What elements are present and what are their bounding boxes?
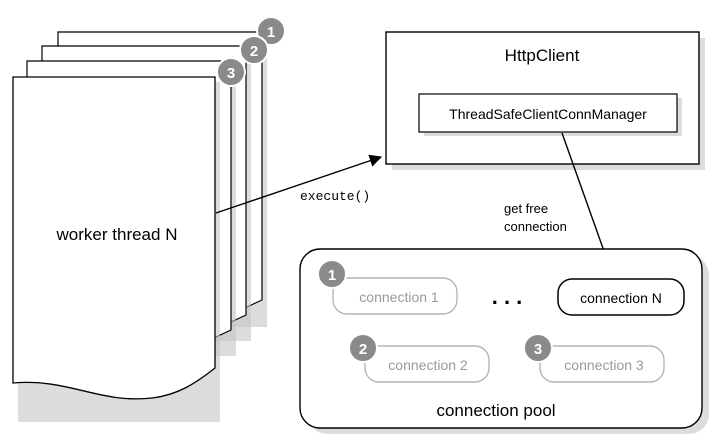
httpclient-box: HttpClient ThreadSafeClientConnManager xyxy=(385,31,705,170)
worker-badge-3-label: 3 xyxy=(227,65,235,82)
connection-n-label: connection N xyxy=(580,290,662,306)
get-connection-arrow xyxy=(561,132,613,270)
connection-pool-title: connection pool xyxy=(436,401,555,420)
get-connection-label-line2: connection xyxy=(504,219,567,234)
worker-badge-1: 1 xyxy=(256,16,286,46)
get-connection-label-line1: get free xyxy=(504,201,548,216)
connection-n: connection N xyxy=(557,278,685,316)
httpclient-title: HttpClient xyxy=(505,46,580,65)
connection-1-badge: 1 xyxy=(328,267,336,284)
connection-3: connection 3 3 xyxy=(523,333,665,383)
connection-3-label: connection 3 xyxy=(564,357,644,373)
execute-label: execute() xyxy=(300,189,370,204)
connection-2-badge: 2 xyxy=(359,341,367,358)
worker-thread-label: worker thread N xyxy=(56,225,178,244)
worker-thread-stack: worker thread N 1 2 3 xyxy=(12,16,286,422)
connection-2: connection 2 2 xyxy=(348,333,490,383)
connection-1: connection 1 1 xyxy=(317,259,458,315)
execute-call: execute() xyxy=(215,154,383,214)
worker-page-front: worker thread N xyxy=(12,76,220,422)
conn-manager-label: ThreadSafeClientConnManager xyxy=(449,106,647,122)
worker-badge-2-label: 2 xyxy=(250,43,258,60)
conn-manager-box: ThreadSafeClientConnManager xyxy=(418,93,682,136)
connection-2-label: connection 2 xyxy=(388,357,468,373)
pool-ellipsis: . . . xyxy=(492,284,523,309)
get-connection-call: get free connection xyxy=(504,132,613,270)
worker-badge-2: 2 xyxy=(239,35,269,65)
connection-pool: connection pool connection 1 1 . . . con… xyxy=(299,248,709,434)
connection-3-badge: 3 xyxy=(534,341,542,358)
worker-badge-3: 3 xyxy=(216,57,246,87)
execute-arrow xyxy=(215,154,383,214)
connection-1-label: connection 1 xyxy=(359,289,439,305)
worker-badge-1-label: 1 xyxy=(267,24,275,41)
